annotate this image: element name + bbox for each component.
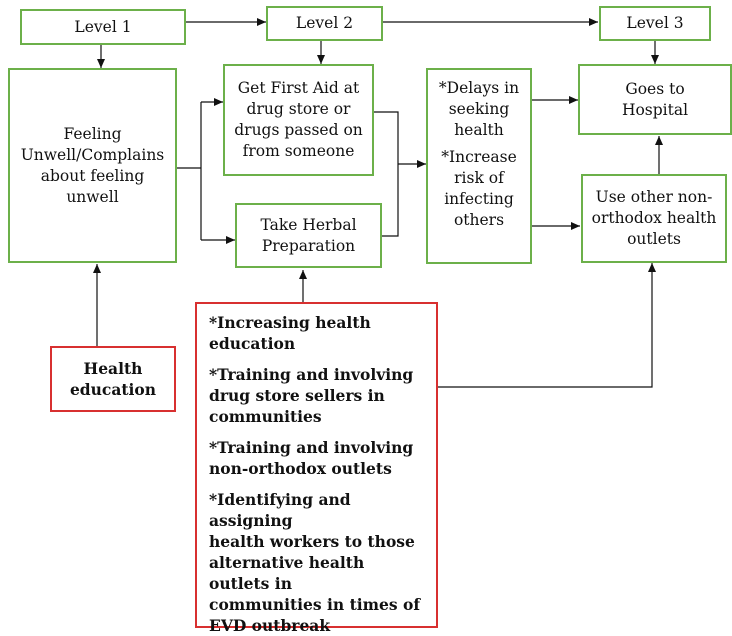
health-education-text: Health education xyxy=(69,359,157,399)
level-1-label: Level 1 xyxy=(74,17,132,36)
herbal-preparation-text: Take Herbal Preparation xyxy=(260,215,357,255)
feeling-unwell-text: Feeling Unwell/Complains about feeling u… xyxy=(20,124,165,206)
level-3-label: Level 3 xyxy=(626,14,684,32)
level-1-box: Level 1 xyxy=(20,9,186,45)
delays-box: *Delays in seeking health *Increase risk… xyxy=(426,68,532,264)
health-education-box: Health education xyxy=(50,346,176,412)
arrow-interventions-to-non-orthodox xyxy=(438,263,656,388)
first-aid-box: Get First Aid at drug store or drugs pas… xyxy=(223,64,374,176)
intervention-item: *Increasing health education xyxy=(209,313,371,353)
arrow-first-aid-merge xyxy=(374,111,399,237)
herbal-preparation-box: Take Herbal Preparation xyxy=(235,203,382,268)
non-orthodox-box: Use other non- orthodox health outlets xyxy=(581,174,727,263)
level-3-box: Level 3 xyxy=(599,6,711,41)
intervention-item: *Training and involving non-orthodox out… xyxy=(209,438,414,478)
level-2-label: Level 2 xyxy=(295,14,354,32)
hospital-box: Goes to Hospital xyxy=(578,64,732,135)
non-orthodox-text: Use other non- orthodox health outlets xyxy=(591,188,717,248)
intervention-item: *Training and involving drug store selle… xyxy=(209,365,414,426)
delays-text: *Delays in seeking health xyxy=(438,79,520,139)
infection-risk-text: *Increase risk of infecting others xyxy=(441,148,517,229)
feeling-unwell-box: Feeling Unwell/Complains about feeling u… xyxy=(8,68,177,263)
first-aid-text: Get First Aid at drug store or drugs pas… xyxy=(234,79,363,160)
intervention-item: *Identifying and assigning health worker… xyxy=(209,490,421,635)
hospital-text: Goes to Hospital xyxy=(621,79,689,119)
level-2-box: Level 2 xyxy=(266,6,383,41)
interventions-box: *Increasing health education *Training a… xyxy=(195,302,438,635)
